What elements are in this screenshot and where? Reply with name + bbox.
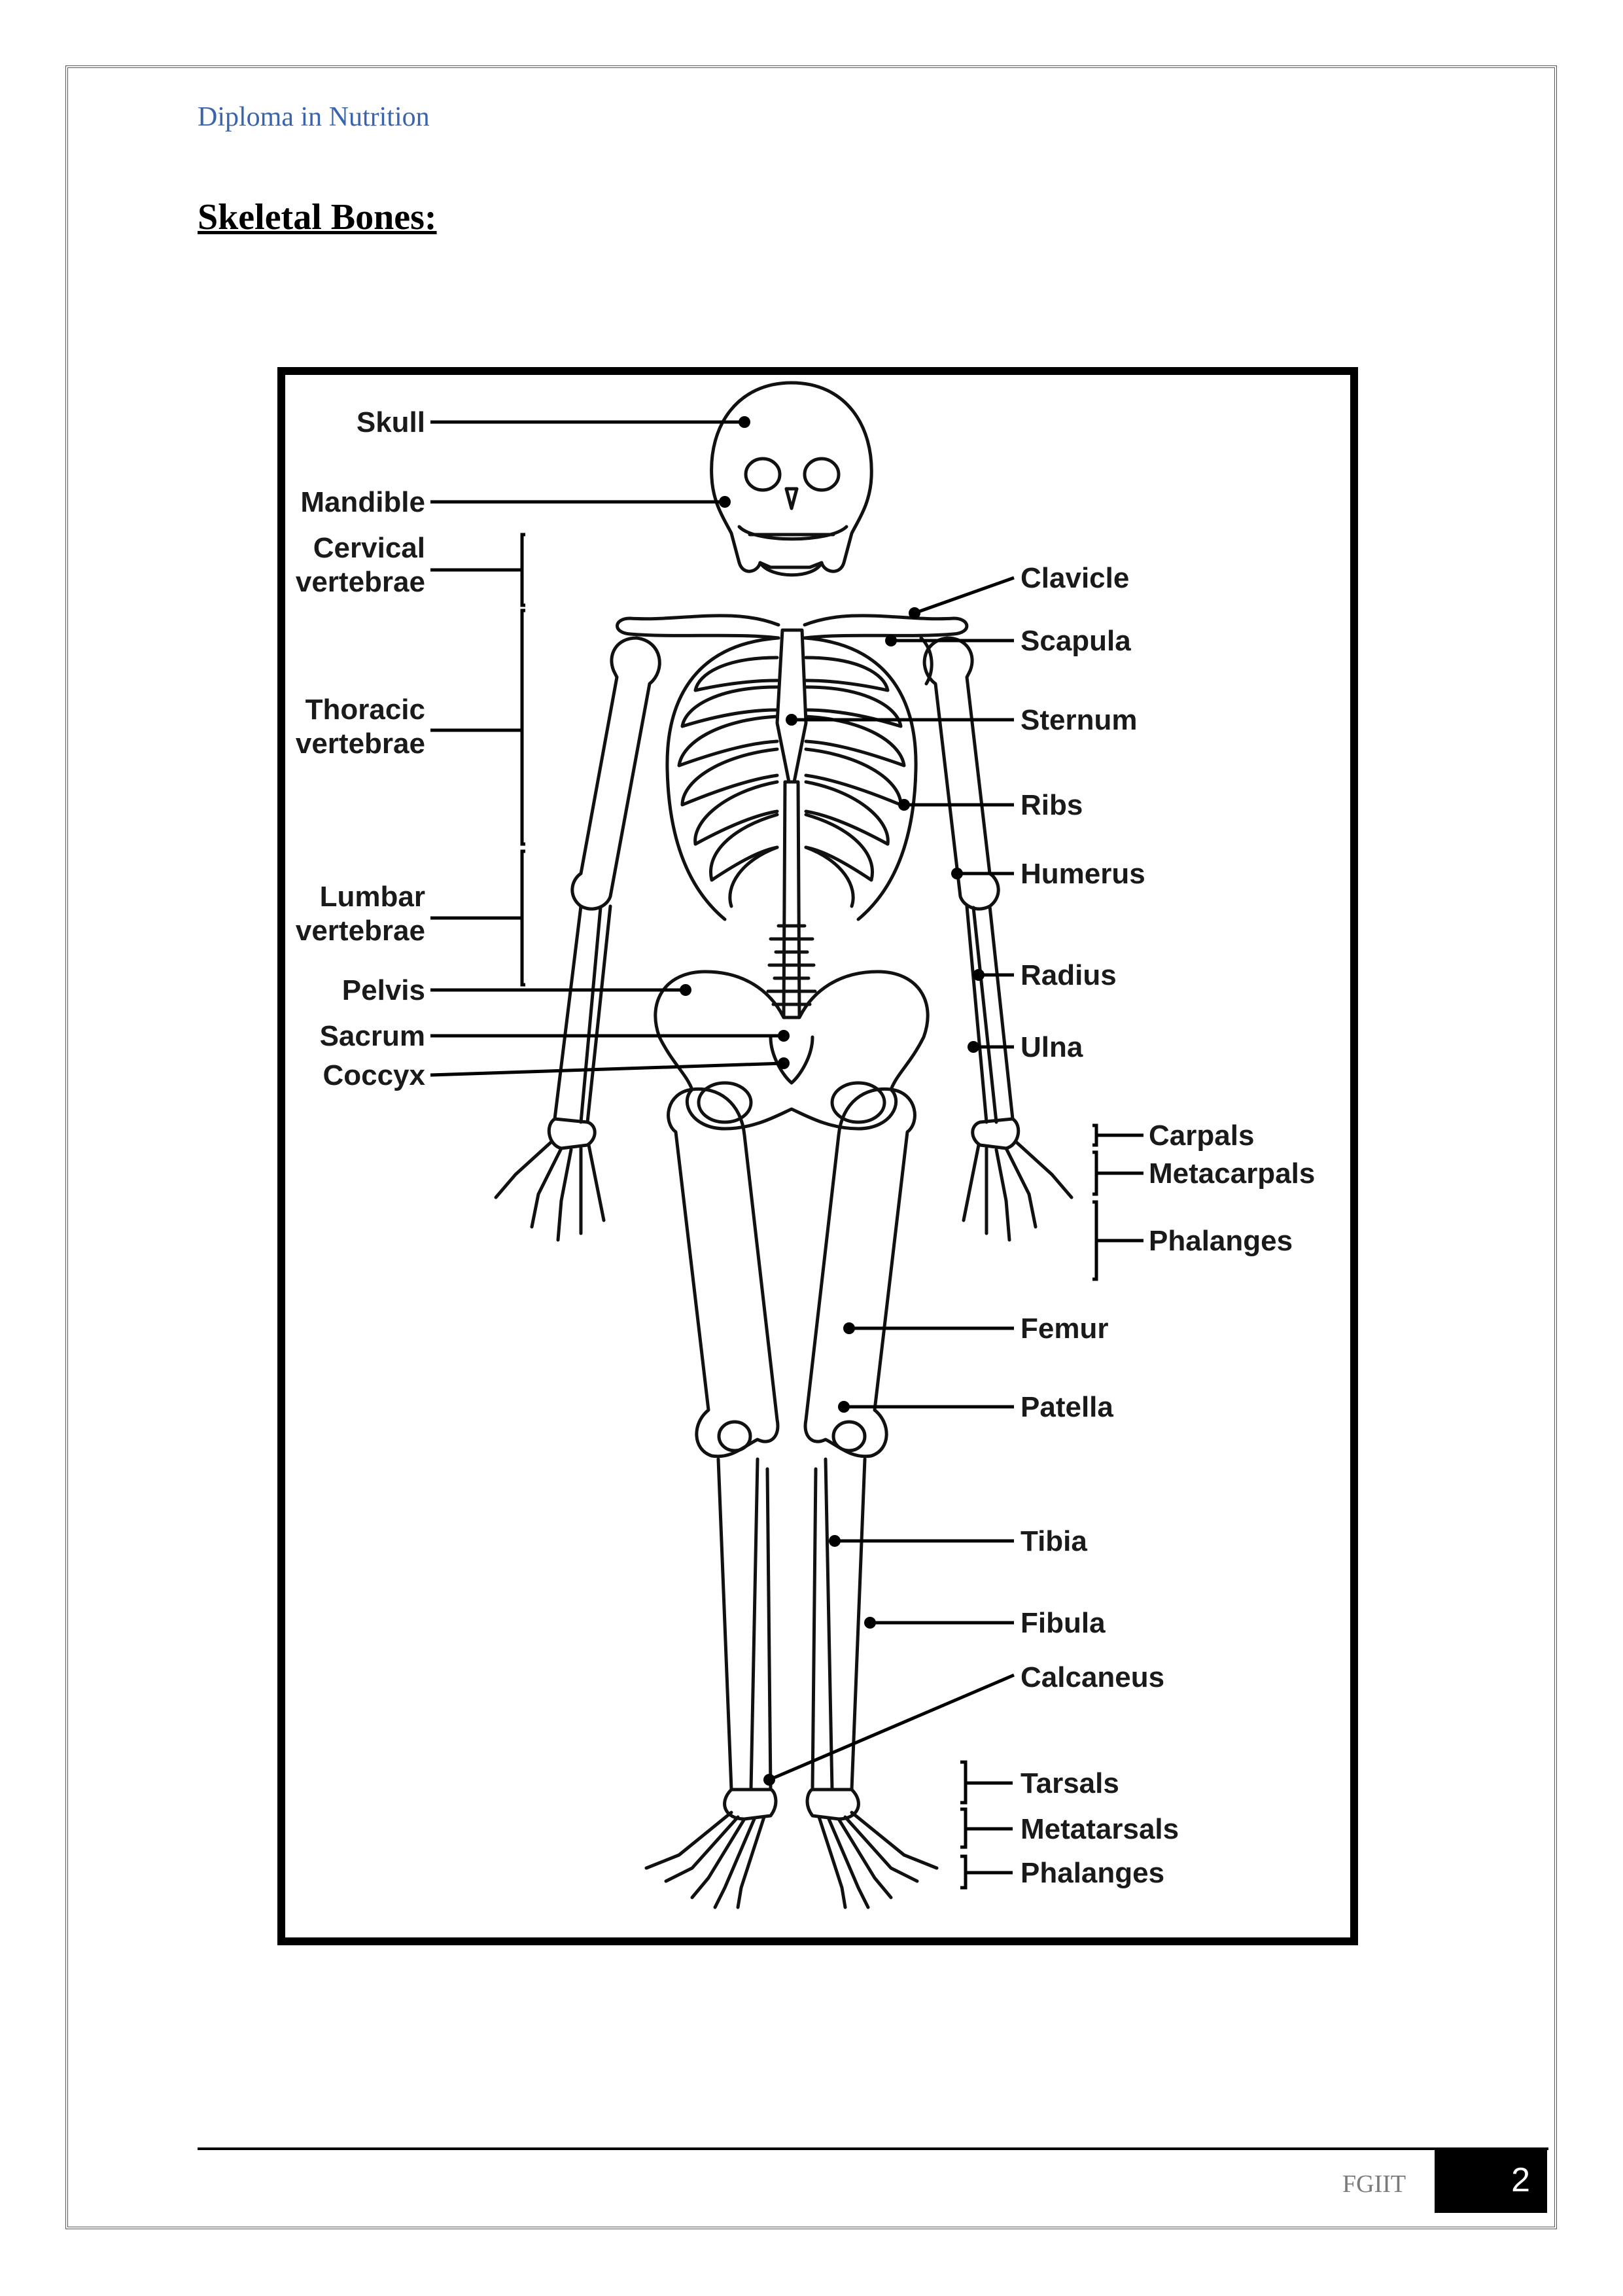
- label-ribs: Ribs: [1021, 789, 1083, 821]
- hand-left: [547, 1117, 597, 1150]
- page-border: [65, 65, 1557, 2229]
- skeleton-diagram: Skull Mandible Cervical vertebrae Thorac…: [277, 367, 1358, 1945]
- label-clavicle: Clavicle: [1021, 562, 1129, 594]
- label-skull: Skull: [357, 406, 425, 438]
- running-header: Diploma in Nutrition: [198, 102, 430, 132]
- section-title: Skeletal Bones:: [198, 197, 437, 238]
- label-tarsals: Tarsals: [1021, 1767, 1119, 1799]
- label-pelvis: Pelvis: [342, 974, 425, 1006]
- clavicle-left: [616, 614, 780, 640]
- label-ulna: Ulna: [1021, 1031, 1083, 1063]
- label-fibula: Fibula: [1021, 1607, 1106, 1639]
- label-femur: Femur: [1021, 1313, 1108, 1345]
- label-sternum: Sternum: [1021, 704, 1137, 736]
- page-number: 2: [1511, 2161, 1530, 2199]
- label-radius: Radius: [1021, 959, 1117, 991]
- skeleton-illustration: [494, 381, 1073, 1909]
- label-foot-phalanges: Phalanges: [1021, 1857, 1164, 1889]
- leader-lines: [430, 420, 1143, 1890]
- label-patella: Patella: [1021, 1391, 1113, 1423]
- leader-dots: [680, 416, 985, 1786]
- label-sacrum: Sacrum: [320, 1020, 425, 1052]
- label-humerus: Humerus: [1021, 858, 1145, 890]
- femur-right: [803, 1087, 916, 1458]
- hand-right: [971, 1117, 1021, 1150]
- label-metatarsals: Metatarsals: [1021, 1813, 1179, 1845]
- label-cervical-line2: vertebrae: [296, 566, 425, 598]
- footer-org: FGIIT: [1342, 2170, 1406, 2198]
- femur-left: [667, 1087, 780, 1458]
- label-calcaneus: Calcaneus: [1021, 1661, 1164, 1693]
- label-cervical-line1: Cervical: [313, 532, 425, 564]
- page-number-box: 2: [1435, 2147, 1547, 2213]
- label-hand-phalanges: Phalanges: [1149, 1225, 1293, 1257]
- label-mandible: Mandible: [300, 486, 425, 518]
- footer-rule: [198, 2147, 1548, 2150]
- label-lumbar-line2: vertebrae: [296, 915, 425, 947]
- label-metacarpals: Metacarpals: [1149, 1157, 1315, 1190]
- figure-frame: [277, 367, 1358, 1945]
- pelvis-shape: [654, 970, 930, 1131]
- skull-shape: [710, 381, 873, 573]
- label-scapula: Scapula: [1021, 625, 1131, 657]
- label-thoracic-line2: vertebrae: [296, 728, 425, 760]
- clavicle-right: [803, 614, 969, 640]
- label-coccyx: Coccyx: [323, 1059, 425, 1091]
- label-thoracic-line1: Thoracic: [305, 694, 425, 726]
- label-tibia: Tibia: [1021, 1525, 1087, 1557]
- skeleton-figure: Skull Mandible Cervical vertebrae Thorac…: [273, 363, 1358, 1947]
- label-carpals: Carpals: [1149, 1120, 1254, 1152]
- label-lumbar-line1: Lumbar: [320, 881, 425, 913]
